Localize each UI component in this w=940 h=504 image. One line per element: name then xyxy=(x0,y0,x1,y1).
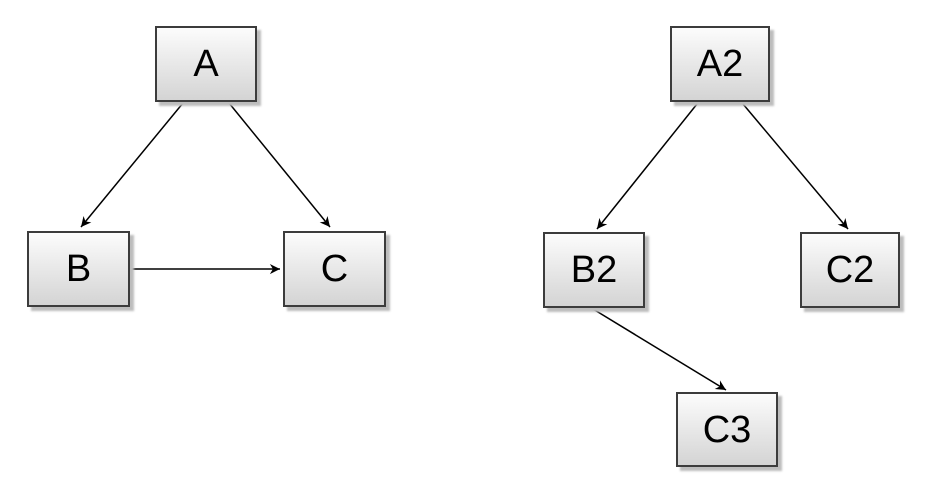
node-B2[interactable]: B2 xyxy=(543,232,645,308)
node-label: B2 xyxy=(570,249,618,291)
edge-A-C[interactable] xyxy=(228,102,331,228)
node-A[interactable]: A xyxy=(155,26,257,102)
edge-B2-C3[interactable] xyxy=(592,308,727,391)
node-label: A xyxy=(193,43,219,85)
node-label: C3 xyxy=(702,408,752,451)
edge-A2-C2[interactable] xyxy=(742,103,849,230)
node-label: C2 xyxy=(825,249,875,291)
node-A2[interactable]: A2 xyxy=(670,26,770,102)
node-label: A2 xyxy=(696,43,744,85)
node-label: B xyxy=(65,248,92,290)
edge-A2-B2[interactable] xyxy=(596,103,698,230)
node-B[interactable]: B xyxy=(27,231,130,307)
node-C3[interactable]: C3 xyxy=(676,392,778,467)
node-label: C xyxy=(320,248,349,290)
node-C[interactable]: C xyxy=(283,231,386,307)
edge-A-B[interactable] xyxy=(80,102,184,228)
node-C2[interactable]: C2 xyxy=(800,232,900,308)
